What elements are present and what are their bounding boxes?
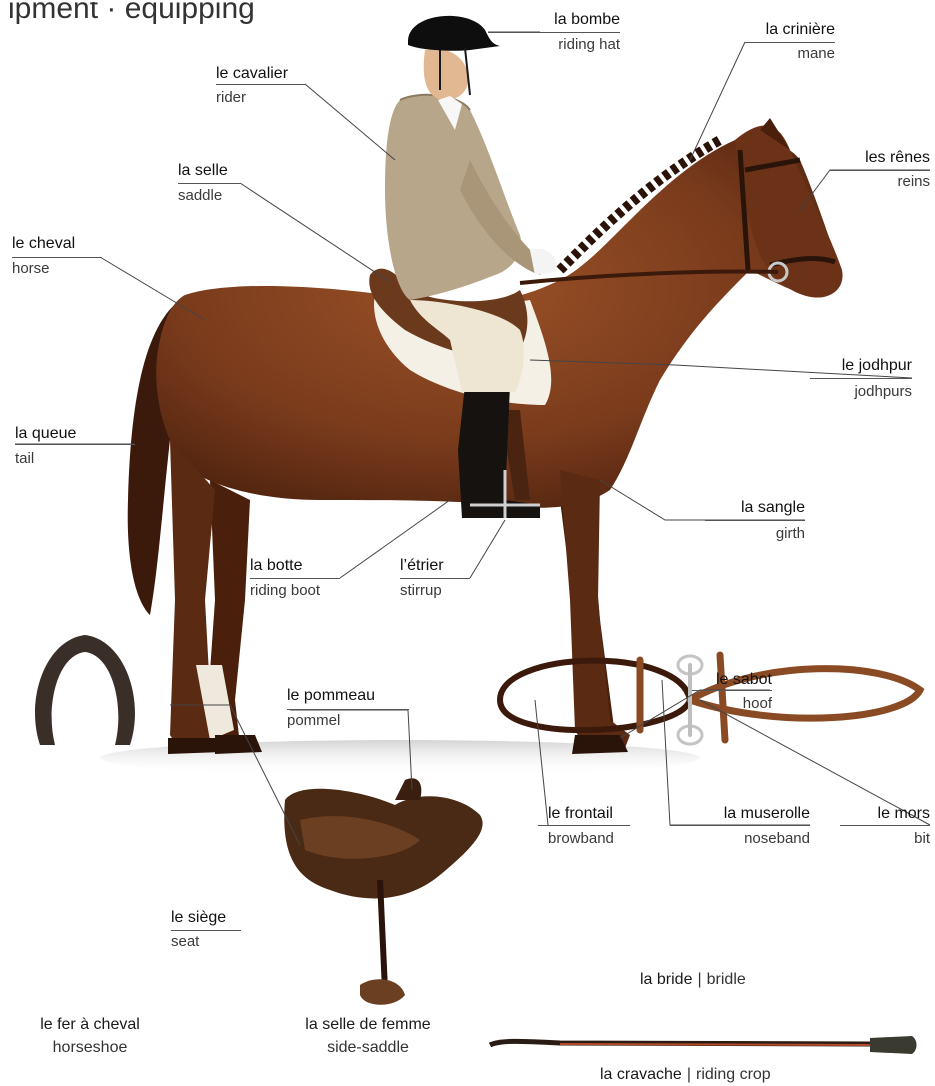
caption-riding-crop-sep: | (682, 1066, 696, 1083)
rule-pommel (287, 709, 409, 710)
pommel-shape (395, 778, 421, 800)
label-rider-fr: le cavalier (216, 66, 288, 82)
rule-saddle (178, 183, 240, 184)
rule-stirrup (400, 578, 470, 579)
rule-rider (216, 84, 306, 85)
label-stirrup-fr: l’étrier (400, 558, 444, 574)
label-tail-fr: la queue (15, 426, 76, 442)
caption-bridle-fr: la bride (640, 971, 692, 988)
label-jodhpurs-fr: le jodhpur (810, 358, 912, 374)
caption-bridle-en: bridle (707, 971, 746, 988)
rule-browband (538, 825, 630, 826)
label-noseband-fr: la muserolle (680, 806, 810, 822)
label-mane-fr: la crinière (745, 22, 835, 38)
hoof-shape (572, 735, 628, 754)
label-pommel-fr: le pommeau (287, 688, 375, 704)
caption-horseshoe-fr: le fer à cheval (20, 1017, 160, 1033)
rule-girth (705, 520, 805, 521)
label-horse-en: horse (12, 261, 50, 276)
caption-riding-crop-en: riding crop (696, 1066, 771, 1083)
label-seat-fr: le siège (171, 910, 226, 926)
label-reins-fr: les rênes (830, 150, 930, 166)
label-girth-fr: la sangle (705, 500, 805, 516)
label-hoof-fr: le sabot (692, 672, 772, 688)
label-girth-en: girth (705, 526, 805, 541)
rule-horse (12, 257, 102, 258)
rule-bit (840, 825, 930, 826)
label-noseband-en: noseband (680, 831, 810, 846)
rule-jodhpurs (810, 378, 912, 379)
caption-riding-crop: la cravache|riding crop (600, 1067, 771, 1083)
label-riding-boot-fr: la botte (250, 558, 302, 574)
rule-mane (745, 42, 835, 43)
page-title-fragment: ipment · equipping (8, 0, 458, 26)
rule-tail (15, 444, 135, 445)
label-riding-boot-en: riding boot (250, 583, 320, 598)
rule-riding-hat (488, 32, 620, 33)
rule-seat (171, 930, 241, 931)
caption-bridle-sep: | (692, 971, 706, 988)
caption-side-saddle-en: side-saddle (283, 1040, 453, 1056)
front-leg (560, 470, 630, 748)
label-reins-en: reins (830, 174, 930, 189)
label-riding-hat-fr: la bombe (540, 12, 620, 28)
label-bit-fr: le mors (840, 806, 930, 822)
label-seat-en: seat (171, 934, 199, 949)
caption-bridle: la bride|bridle (640, 972, 746, 988)
horseshoe-shape (35, 635, 135, 745)
label-pommel-en: pommel (287, 713, 340, 728)
caption-riding-crop-fr: la cravache (600, 1066, 682, 1083)
label-horse-fr: le cheval (12, 236, 75, 252)
caption-horseshoe-en: horseshoe (20, 1040, 160, 1056)
rule-reins (830, 170, 930, 171)
rule-noseband (670, 825, 810, 826)
label-browband-en: browband (548, 831, 614, 846)
label-jodhpurs-en: jodhpurs (810, 384, 912, 399)
label-riding-hat-en: riding hat (540, 37, 620, 52)
label-browband-fr: le frontail (548, 806, 613, 822)
label-hoof-en: hoof (692, 696, 772, 711)
label-tail-en: tail (15, 451, 34, 466)
label-rider-en: rider (216, 90, 246, 105)
caption-side-saddle-fr: la selle de femme (283, 1017, 453, 1033)
label-mane-en: mane (745, 46, 835, 61)
rule-hoof (692, 690, 772, 691)
label-saddle-en: saddle (178, 188, 222, 203)
riding-crop-illustration (490, 1036, 917, 1054)
label-stirrup-en: stirrup (400, 583, 442, 598)
label-bit-en: bit (840, 831, 930, 846)
rule-riding-boot (250, 578, 340, 579)
label-saddle-fr: la selle (178, 163, 228, 179)
side-saddle-illustration (284, 778, 482, 1005)
